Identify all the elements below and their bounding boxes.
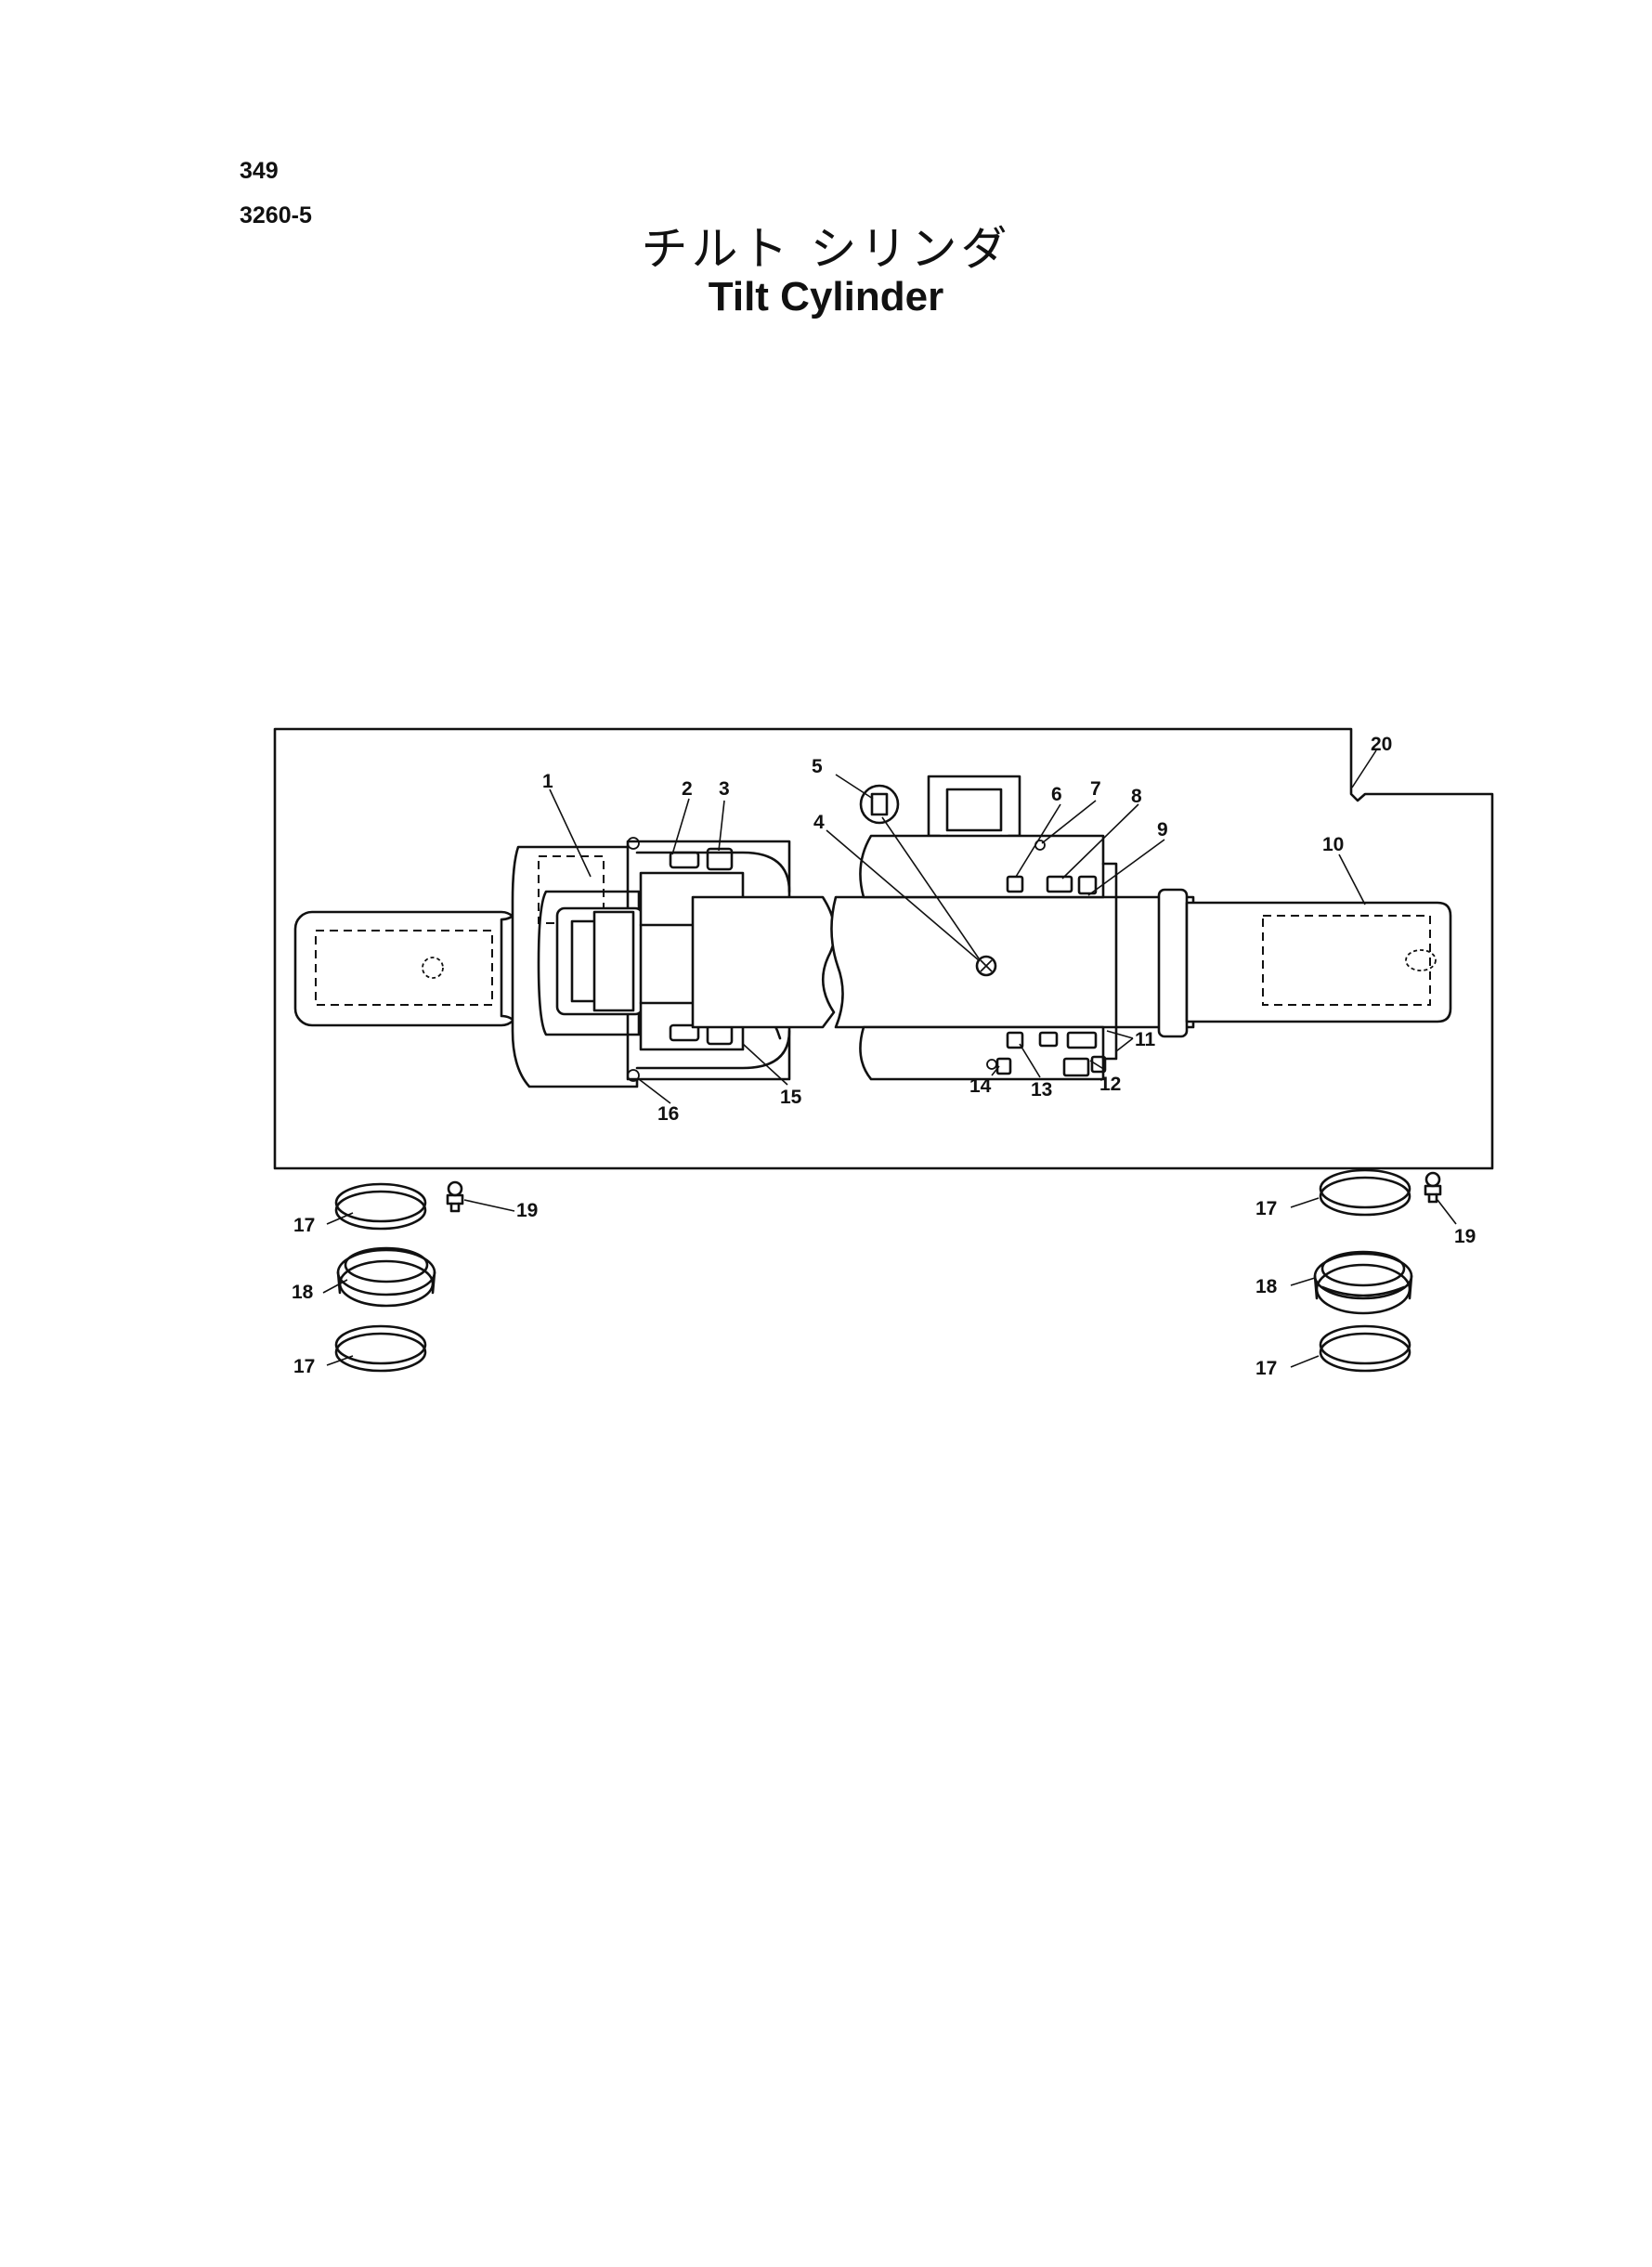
callout-6: 6 [1051, 784, 1062, 805]
callout-5: 5 [812, 756, 823, 777]
callout-1: 1 [542, 771, 553, 792]
snap-ring-left-bottom [334, 1324, 427, 1373]
callout-14: 14 [969, 1075, 992, 1097]
callout-4: 4 [813, 812, 825, 833]
callout-9: 9 [1157, 819, 1168, 840]
callout-20: 20 [1371, 734, 1392, 755]
callout-19-left: 19 [516, 1200, 538, 1221]
callout-12: 12 [1099, 1074, 1121, 1095]
callout-3: 3 [719, 778, 730, 800]
rod-guide-gland [859, 775, 1118, 1081]
bushing-right [1313, 1250, 1413, 1315]
bushing-left [336, 1246, 436, 1308]
callout-13: 13 [1031, 1079, 1052, 1101]
callout-16: 16 [657, 1103, 679, 1125]
title-english: Tilt Cylinder [708, 274, 944, 319]
title-japanese: チルト シリンダ [641, 222, 1011, 276]
callout-17-right-top: 17 [1255, 1198, 1277, 1219]
callout-15: 15 [780, 1087, 802, 1108]
piston-rod [691, 895, 1195, 1029]
callout-11: 11 [1135, 1029, 1156, 1050]
callout-2: 2 [682, 778, 693, 800]
callout-18-right: 18 [1255, 1276, 1278, 1297]
snap-ring-left-top [334, 1182, 427, 1231]
callout-19-right: 19 [1454, 1226, 1476, 1247]
callout-18-left: 18 [292, 1282, 314, 1303]
callout-17-right-bottom: 17 [1255, 1358, 1277, 1379]
callout-8: 8 [1131, 786, 1142, 807]
leader-lines [322, 749, 1457, 1368]
callout-17-left-top: 17 [293, 1215, 315, 1236]
assembly-frame [273, 727, 1494, 1170]
snap-ring-right-bottom [1319, 1324, 1411, 1373]
callout-10: 10 [1322, 834, 1344, 855]
callout-17-left-bottom: 17 [293, 1356, 315, 1377]
section-code: 3260-5 [240, 202, 312, 228]
callout-7: 7 [1090, 778, 1101, 800]
grease-fitting-right [1424, 1171, 1442, 1204]
snap-ring-right-top [1319, 1168, 1411, 1217]
page-number: 349 [240, 158, 279, 184]
rod-end-eye [1157, 888, 1452, 1038]
grease-fitting-left [446, 1180, 464, 1213]
